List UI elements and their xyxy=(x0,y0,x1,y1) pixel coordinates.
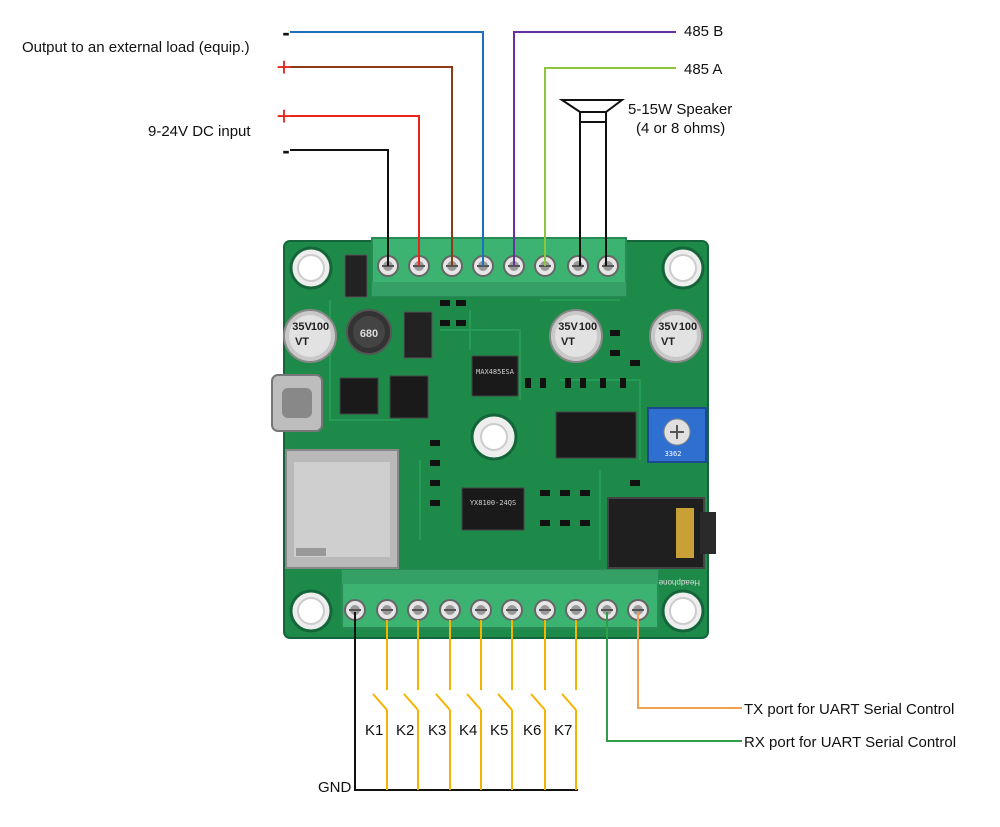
chip-rs485-text: MAX485ESA xyxy=(476,368,515,376)
headphone-jack xyxy=(607,497,716,569)
pot-text: 3362 xyxy=(665,450,682,458)
key-switch xyxy=(530,620,546,790)
key-switch xyxy=(561,620,577,790)
pcb-board: 35V VT 100 100 35V VT 100 35V VT 680 xyxy=(271,237,716,639)
label-speaker-1: 5-15W Speaker xyxy=(628,101,732,118)
label-speaker-2: (4 or 8 ohms) xyxy=(636,120,725,137)
polarity-out-plus: + xyxy=(276,52,291,82)
wire-485a xyxy=(544,67,676,266)
potentiometer: 3362 xyxy=(647,407,707,463)
speaker-icon xyxy=(558,99,625,123)
chip-audio: YX8100-24QS xyxy=(461,487,525,531)
terminal-screw-bottom xyxy=(344,599,366,621)
label-rx: RX port for UART Serial Control xyxy=(744,734,956,751)
inductor-text: 680 xyxy=(360,328,378,340)
mounting-hole xyxy=(289,589,333,633)
cap-right-text-2: VT xyxy=(661,336,675,348)
chip-small-2 xyxy=(389,375,429,419)
label-dc-input: 9-24V DC input xyxy=(148,123,251,140)
key-label: K6 xyxy=(523,722,541,739)
cap-mid-text-0: 100 xyxy=(579,321,597,333)
capacitor-right: 100 35V VT xyxy=(649,309,703,363)
terminal-screw-bottom xyxy=(407,599,429,621)
label-485b: 485 B xyxy=(684,23,723,40)
wire-rx xyxy=(606,612,742,742)
key-switch xyxy=(372,620,388,790)
wire-out-minus xyxy=(290,31,484,266)
mounting-hole xyxy=(289,246,333,290)
wire-485b xyxy=(513,31,676,266)
wire-out-plus xyxy=(290,66,453,266)
mounting-hole xyxy=(661,589,705,633)
label-output-load: Output to an external load (equip.) xyxy=(22,39,250,56)
cap-left-text-0: 100 xyxy=(311,321,329,333)
cap-left-text-2: 35V xyxy=(292,321,312,333)
terminal-screw-bottom xyxy=(565,599,587,621)
key-label: K3 xyxy=(428,722,446,739)
top-wires xyxy=(290,31,676,266)
key-label: K5 xyxy=(490,722,508,739)
key-label: K2 xyxy=(396,722,414,739)
terminal-screw-bottom xyxy=(439,599,461,621)
cap-left-text-3: VT xyxy=(295,336,309,348)
terminal-screw-bottom xyxy=(501,599,523,621)
polarity-dc-minus: - xyxy=(282,138,289,163)
key-switch xyxy=(435,620,451,790)
transistor xyxy=(403,311,433,359)
key-label: K1 xyxy=(365,722,383,739)
key-switch xyxy=(403,620,419,790)
label-485a: 485 A xyxy=(684,61,722,78)
cap-right-text-0: 100 xyxy=(679,321,697,333)
key-switches: K1 K2 K3 K4 K5 K6 K7 xyxy=(365,620,577,790)
polarity-out-minus: - xyxy=(282,20,289,45)
usb-c-port xyxy=(271,374,323,432)
chip-rs485: MAX485ESA xyxy=(471,355,519,397)
terminal-block-bottom xyxy=(341,569,659,629)
key-switch xyxy=(466,620,482,790)
sd-card-slot xyxy=(285,449,399,569)
headphone-label: Headphone xyxy=(658,578,700,587)
key-switch xyxy=(497,620,513,790)
smd-resistors xyxy=(430,300,640,526)
inductor: 680 xyxy=(346,309,392,355)
cap-right-text-1: 35V xyxy=(658,321,678,333)
polarity-dc-plus: + xyxy=(276,101,291,131)
wire-dc-plus xyxy=(290,115,420,266)
key-label: K7 xyxy=(554,722,572,739)
capacitor-left: 35V VT 100 xyxy=(283,309,337,363)
terminal-screw-top xyxy=(597,255,619,277)
terminal-screw-top xyxy=(567,255,589,277)
label-gnd: GND xyxy=(318,779,352,796)
terminal-screw-bottom xyxy=(627,599,649,621)
cap-mid-text-2: VT xyxy=(561,336,575,348)
cap-mid-text-1: 35V xyxy=(558,321,578,333)
chip-small-1 xyxy=(339,377,379,415)
label-tx: TX port for UART Serial Control xyxy=(744,701,954,718)
bottom-wires xyxy=(354,612,742,791)
mounting-hole xyxy=(661,246,705,290)
terminal-screw-bottom xyxy=(470,599,492,621)
wire-dc-minus xyxy=(290,149,389,266)
chip-audio-text: YX8100-24QS xyxy=(470,499,516,507)
terminal-screw-bottom xyxy=(534,599,556,621)
wire-gnd xyxy=(354,612,578,791)
key-label: K4 xyxy=(459,722,477,739)
mounting-hole-center xyxy=(470,413,518,461)
terminal-block-top xyxy=(371,237,627,297)
capacitor-mid: 100 35V VT xyxy=(549,309,603,363)
wire-tx xyxy=(637,612,742,709)
diode xyxy=(344,254,368,298)
terminal-screw-bottom xyxy=(376,599,398,621)
chip-driver xyxy=(555,411,637,459)
